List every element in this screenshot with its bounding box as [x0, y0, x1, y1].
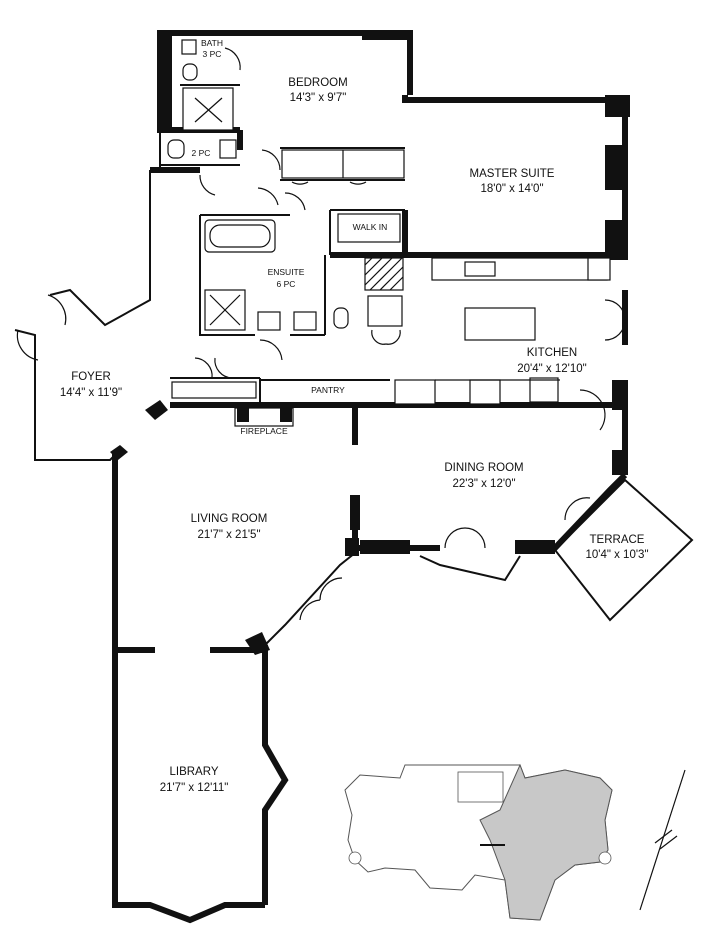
- terrace-outline: [553, 478, 694, 622]
- pantry-label: PANTRY: [311, 385, 345, 395]
- ensuite-dim: 6 PC: [277, 279, 296, 289]
- dining-room-dim: 22'3" x 12'0": [452, 478, 515, 490]
- north-arrow-icon: [639, 769, 686, 911]
- bath3-label: BATH: [201, 38, 223, 48]
- master-suite-label: MASTER SUITE: [470, 168, 555, 180]
- fixtures: [167, 39, 611, 427]
- terrace-dim: 10'4" x 10'3": [585, 549, 648, 561]
- dining-room-label: DINING ROOM: [444, 462, 523, 474]
- bedroom-dim: 14'3" x 9'7": [290, 92, 347, 104]
- fireplace-label: FIREPLACE: [240, 426, 288, 436]
- kitchen-dim: 20'4" x 12'10": [517, 363, 586, 375]
- room-labels: BATH 3 PC 2 PC BEDROOM 14'3" x 9'7" MAST…: [60, 38, 649, 794]
- pc2-label: 2 PC: [192, 148, 211, 158]
- columns: [110, 30, 630, 655]
- dining-bay-window: [419, 555, 521, 582]
- library-dim: 21'7" x 12'11": [160, 782, 229, 794]
- library-label: LIBRARY: [169, 766, 218, 778]
- key-plan-highlight: [479, 763, 613, 921]
- doors: [16, 47, 626, 621]
- foyer-dim: 14'4" x 11'9": [60, 387, 122, 399]
- kitchen-label: KITCHEN: [527, 347, 577, 359]
- key-plan-icon: [344, 763, 613, 921]
- ensuite-label: ENSUITE: [268, 267, 305, 277]
- walkin-label: WALK IN: [353, 222, 388, 232]
- living-room-label: LIVING ROOM: [191, 513, 268, 525]
- living-room-dim: 21'7" x 21'5": [197, 529, 260, 541]
- terrace-label: TERRACE: [590, 534, 645, 546]
- master-suite-dim: 18'0" x 14'0": [480, 183, 543, 195]
- bedroom-label: BEDROOM: [288, 77, 347, 89]
- foyer-label: FOYER: [71, 371, 111, 383]
- bath3-dim: 3 PC: [203, 49, 222, 59]
